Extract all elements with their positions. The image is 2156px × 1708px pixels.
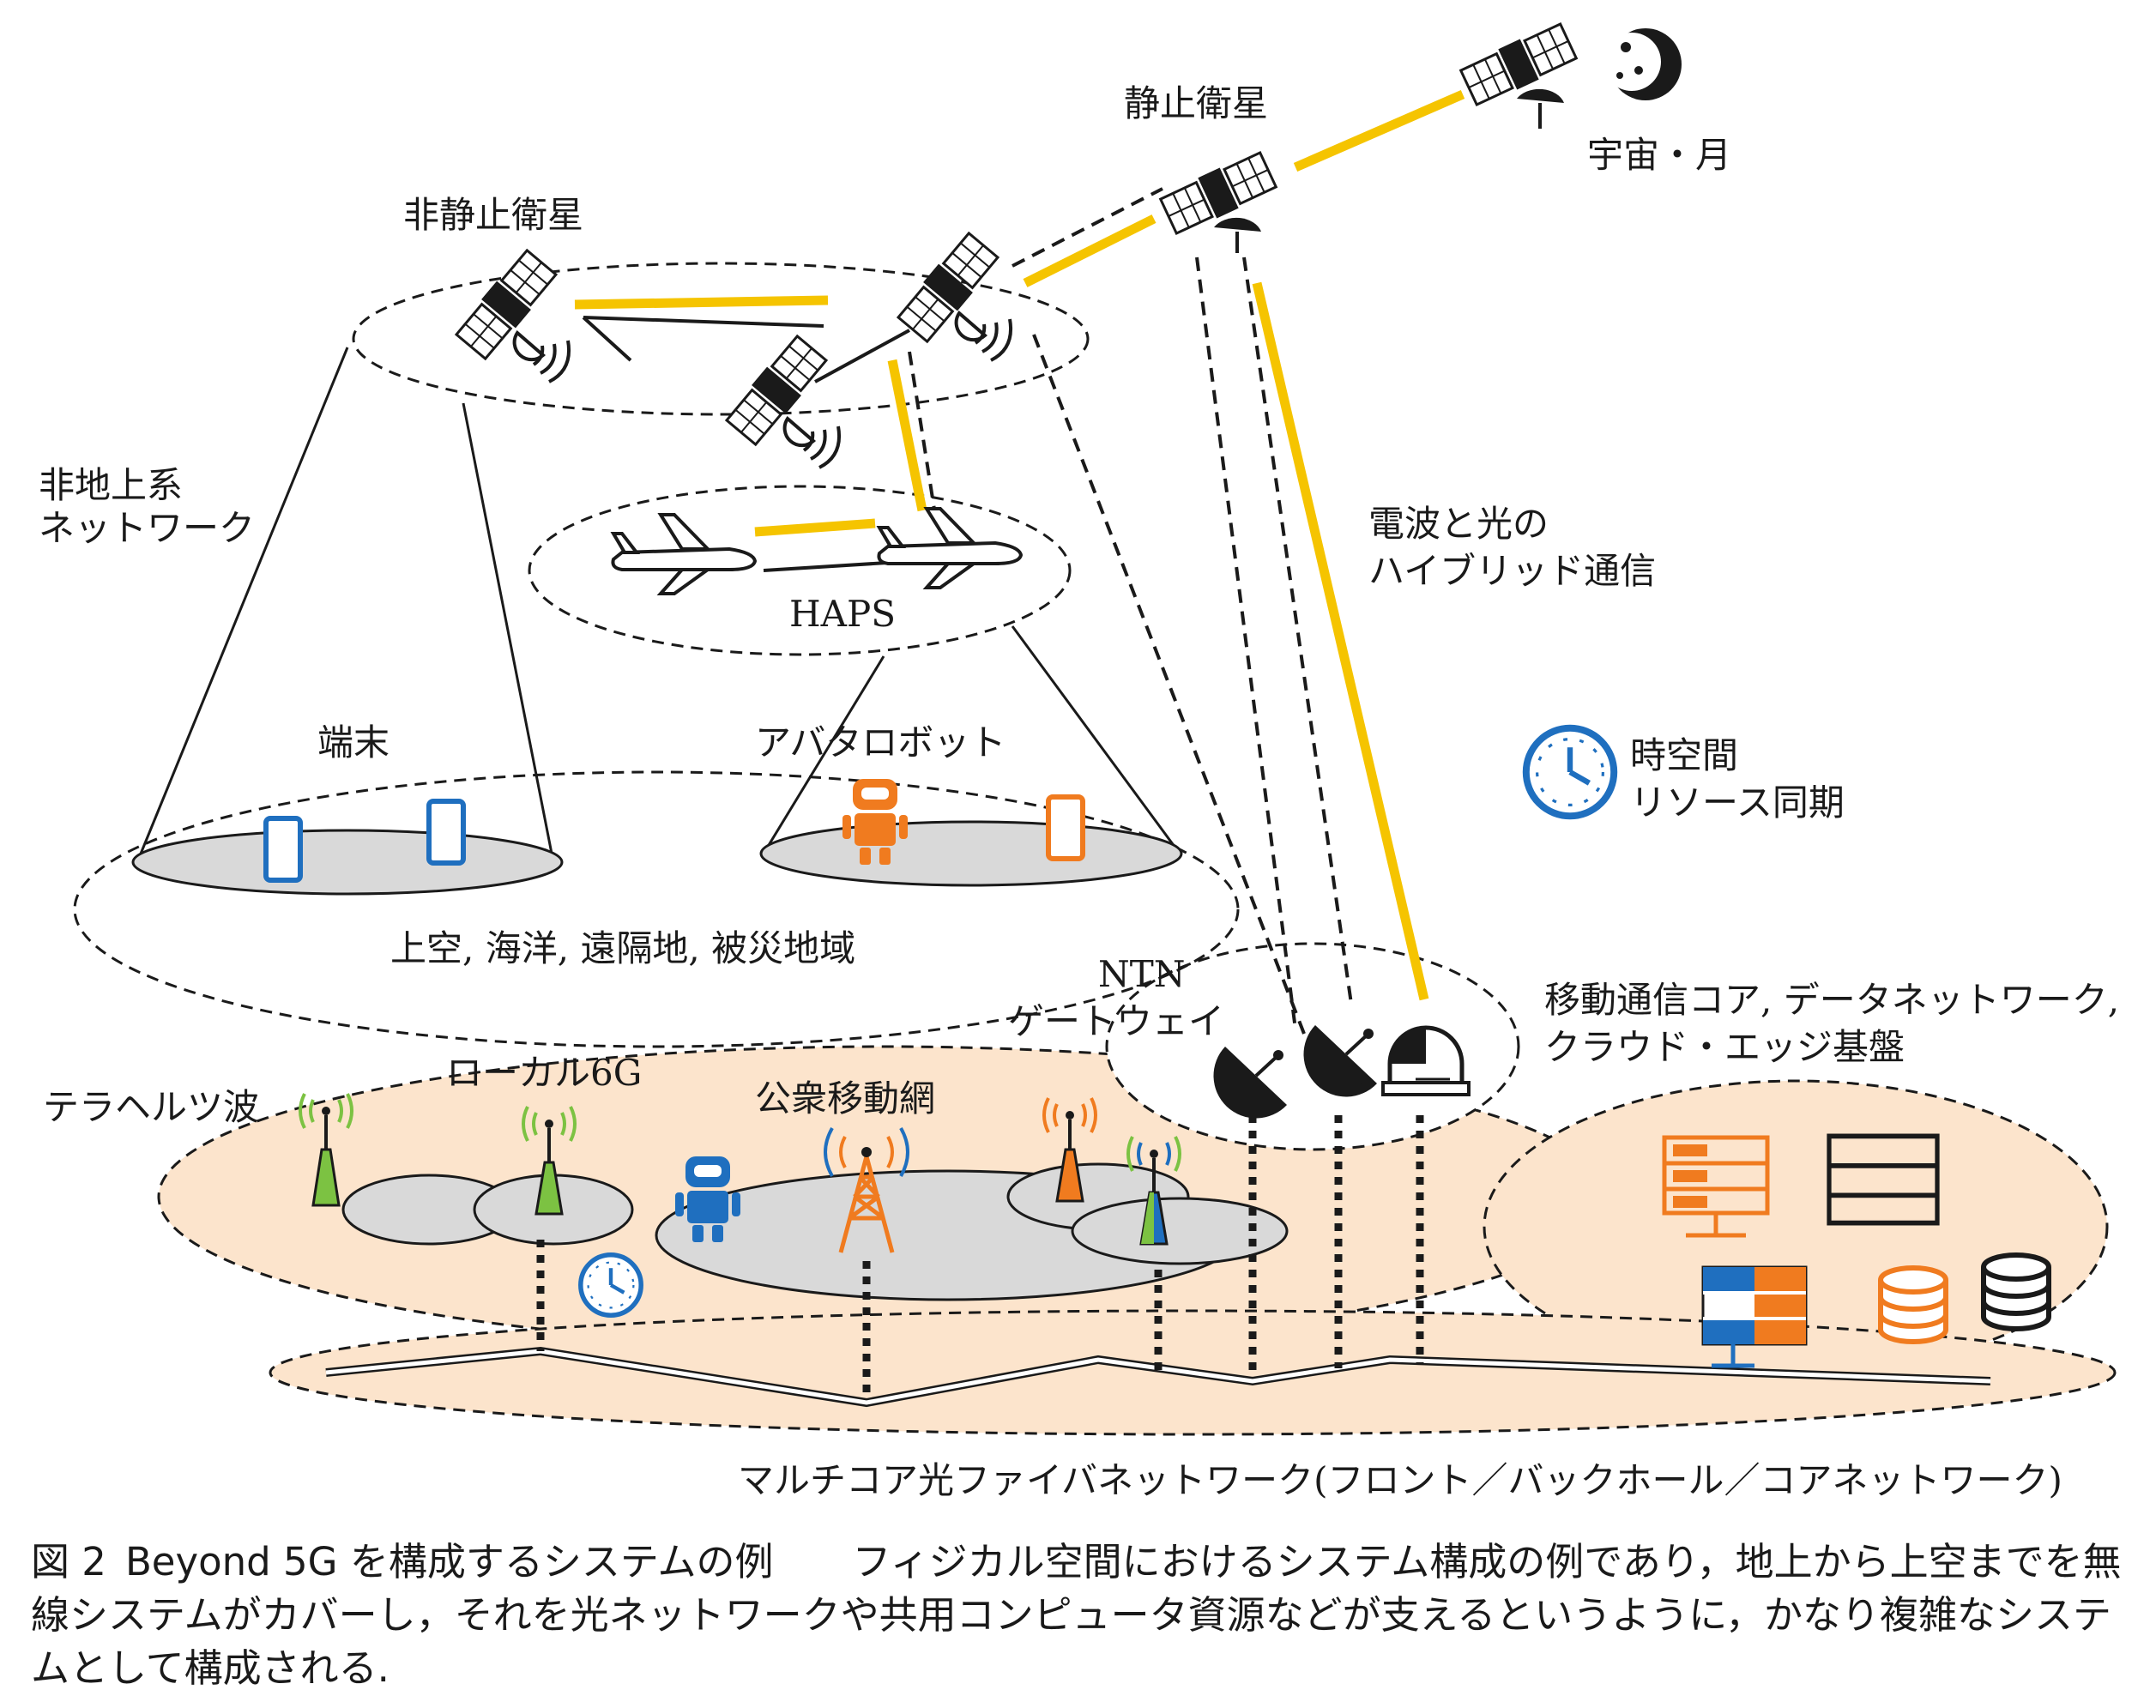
caption-body: フィジカル空間におけるシステム構成の例であり，地上から上空までを無線システムがカ… [31,1539,2122,1691]
ntn-label-line1: 非地上系 [39,464,183,506]
antenna-icon [1042,1097,1097,1203]
smartphone-icon [429,801,463,863]
sync-label-line2: リソース同期 [1630,782,1845,824]
ntn-gateway-label-line1: NTN [1098,953,1186,995]
ngso-orbit-ellipse [352,262,1090,416]
sync-label-line1: 時空間 [1630,734,1738,776]
optical-links [574,89,1465,1001]
antenna-icon [1126,1136,1181,1246]
airplane-icon [877,507,1023,589]
smartphone-icon [1048,797,1083,859]
figure-caption: 図 2 Beyond 5G を構成するシステムの例フィジカル空間におけるシステム構… [31,1536,2141,1695]
fiber-network-label: マルチコア光ファイバネットワーク(フロント／バックホール／コアネットワーク) [738,1459,2062,1501]
caption-title-text: Beyond 5G を構成するシステムの例 [124,1539,774,1584]
satellite-icon [452,246,571,383]
space-moon-label: 宇宙・月 [1587,134,1731,176]
caption-figure-number: 図 2 [31,1539,106,1584]
optical-ground-station-icon [1381,1025,1471,1096]
ground-cells [341,1162,1289,1301]
ntn-label-line2: ネットワーク [39,507,255,549]
terminal-coverage [131,829,564,896]
satellite-icon [722,332,841,469]
avatar-robot-label: アバタロボット [755,721,1006,763]
cell-tower-icon [824,1127,909,1253]
antenna-icon [522,1106,577,1216]
airplane-icon [611,513,757,595]
airborne-area-ellipse [73,770,1240,1048]
beyond-5g-diagram: 静止衛星 宇宙・月 非静止衛星 非地上系 ネットワーク HAPS 電波と光の ハ… [39,19,2119,1501]
haps-ellipse [528,485,1072,656]
public-mobile-label: 公衆移動網 [755,1077,935,1120]
terminal-label: 端末 [317,721,390,763]
database-icon [1984,1255,2049,1329]
satellite-icon [894,229,1012,362]
hybrid-label-line2: ハイブリッド通信 [1368,550,1656,592]
fiber-drops [536,1115,1424,1398]
coverage-areas-label: 上空, 海洋, 遠隔地, 被災地域 [390,927,855,969]
ngso-satellite-label: 非静止衛星 [403,194,583,236]
moon-icon [1603,28,1682,100]
database-icon [1881,1268,1946,1342]
haps-label: HAPS [789,593,896,635]
geo-satellite-label: 静止衛星 [1124,82,1268,124]
avatar-coverage [759,820,1183,887]
local-6g-label: ローカル6G [446,1052,642,1094]
satellite-icon [1458,19,1579,129]
server-icon [1701,1265,1808,1368]
satellite-icon [1157,148,1279,253]
ntn-gateway-label-line2: ゲートウェイ [1008,1000,1224,1042]
core-area-ellipse [1483,1079,2109,1374]
hybrid-label-line1: 電波と光の [1368,503,1549,545]
caption-title: 図 2 Beyond 5G を構成するシステムの例 [31,1539,793,1584]
core-label-line1: 移動通信コア, データネットワーク, [1544,979,2119,1021]
clock-icon [581,1255,641,1315]
antenna-icon [299,1093,353,1207]
terahertz-label: テラヘルツ波 [43,1086,259,1128]
smartphone-icon [266,818,300,880]
core-label-line2: クラウド・エッジ基盤 [1544,1026,1905,1068]
server-icon [1664,1138,1767,1238]
clock-icon [1526,728,1614,816]
